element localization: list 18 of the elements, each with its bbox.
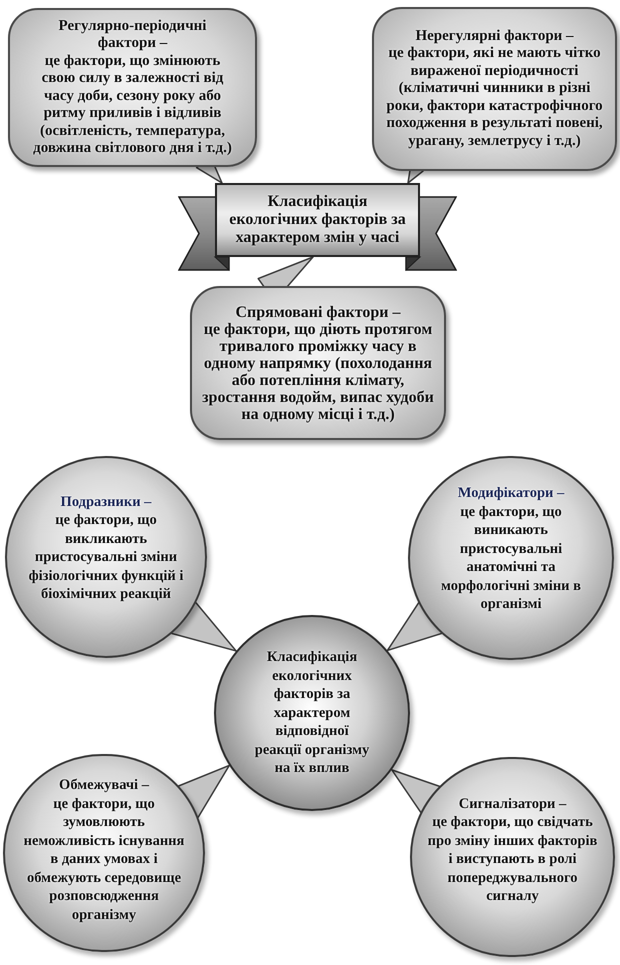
circle-title: Класифікація екологічних факторів за характером відповідної реакції організму на їх вплив: [254, 648, 370, 778]
speech-bubble: [190, 286, 446, 440]
speech-bubble: [8, 8, 257, 167]
bubble-heading: Спрямовані фактори –: [234, 304, 402, 320]
bubble-heading: Обмежувачі –: [58, 776, 150, 794]
bubble-text: це фактори, що викликають пристосувальні зміни фізіологічних функцій і біохімічних реакцій: [28, 511, 184, 604]
bubble-heading: Нерегулярні фактори –: [414, 28, 575, 46]
bubble-heading: Модифікатори –: [456, 484, 566, 503]
bubble-text: це фактори, що виникають пристосувальні анатомічні та морфологічні зміни в організмі: [440, 502, 582, 614]
bubble-heading: Сигналізатори –: [458, 794, 568, 813]
banner-title: Класифікація екологічних факторів за характером змін у часі: [228, 193, 407, 247]
bubble-text: це фактори, що діють протягом тривалого проміжку часу в одному напрямку (похолодання або потепління клімату, зростання водойм, випас худоби на одному місці і т.д.): [201, 320, 435, 422]
bubble-text: це фактори, що свідчать про зміну інших факторів і виступають в ролі попереджувального сигналу: [428, 813, 598, 906]
speech-bubble: [372, 7, 617, 171]
bubble-text: це фактори, що змінюють свою силу в залежності від часу доби, сезону року або ритму приливів і відливів (освітленість, температура, довжина світлового дня і т.д.): [32, 52, 233, 158]
bubble-text: це фактори, які не мають чітко вираженої періодичності (кліматичні чинники в різні роки, фактори катастрофічного походження в результаті повені, урагану, землетрусу і т.д.): [385, 45, 604, 150]
bubble-heading: Подразники –: [60, 492, 152, 511]
bubble-text: це фактори, що зумовлюють неможливість існування в даних умовах і обмежують середовище розповсюдження організму: [22, 794, 186, 924]
